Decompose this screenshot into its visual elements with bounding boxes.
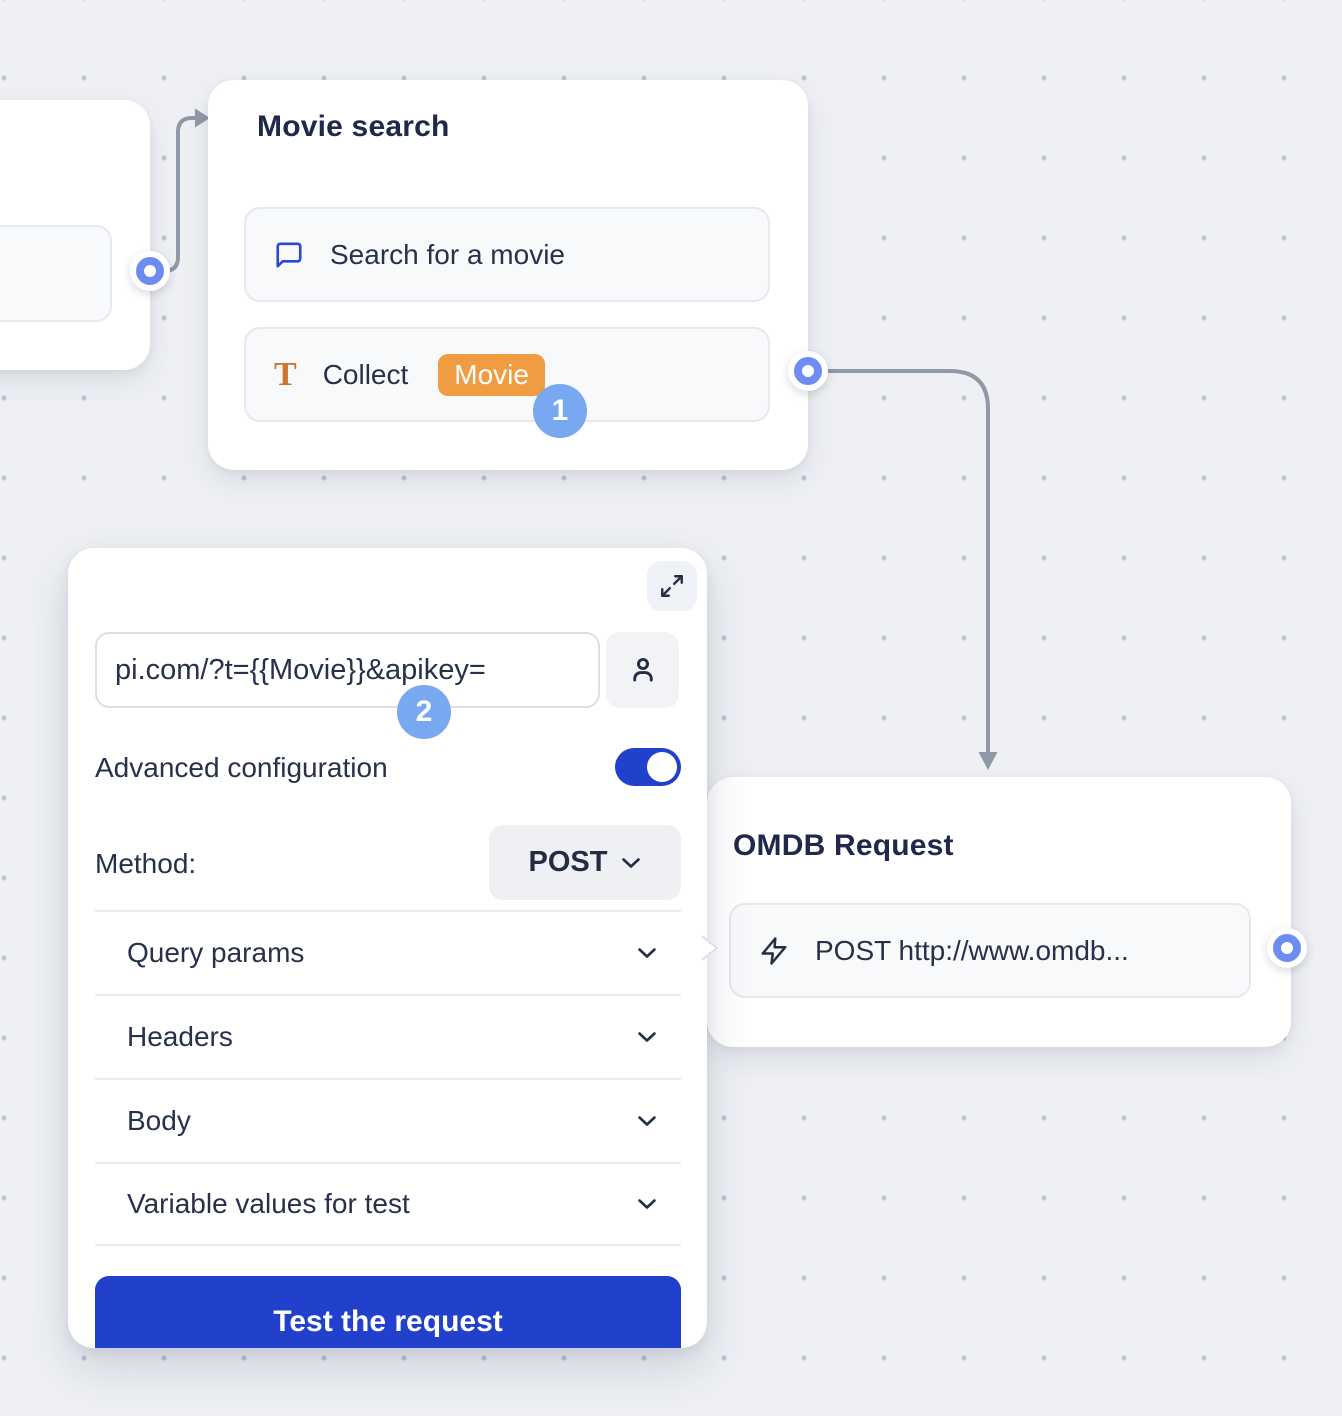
node-item-collect-input[interactable]: T Collect Movie [244,327,770,422]
advanced-configuration-toggle[interactable] [615,748,681,786]
section-query-params[interactable]: Query params [95,910,681,994]
output-port-omdb-request[interactable] [1267,928,1307,968]
node-item-label: Collect [322,358,409,390]
connector-line-left-to-movie [148,116,197,273]
expand-button[interactable] [647,561,697,611]
section-label: Body [127,1105,191,1136]
method-label: Method: [95,848,197,879]
chevron-down-icon [622,857,641,868]
output-port-left-node[interactable] [130,251,170,291]
partial-left-node[interactable] [0,100,150,370]
section-body[interactable]: Body [95,1078,681,1162]
chat-bubble-icon [276,241,302,268]
collapsible-sections: Query params Headers Body Variable value… [95,910,681,1246]
node-item-webhook[interactable]: POST http://www.omdb... [729,903,1251,998]
section-label: Query params [127,937,305,968]
node-input-notch-icon [701,935,718,961]
user-icon [632,657,653,682]
node-movie-search[interactable]: Movie search Search for a movie T Collec… [208,80,808,470]
node-title: Movie search [257,110,450,143]
node-title: OMDB Request [733,829,954,862]
section-variable-values[interactable]: Variable values for test [95,1162,681,1246]
node-item-send-message[interactable]: Search for a movie [244,207,770,302]
arrowhead-down-icon [978,752,998,770]
text-variable-icon: T [274,355,297,393]
node-item-label: Search for a movie [330,238,565,270]
method-dropdown[interactable]: POST [489,825,681,900]
section-label: Variable values for test [127,1188,410,1219]
advanced-configuration-label: Advanced configuration [95,752,388,783]
lightning-icon [761,936,787,965]
section-headers[interactable]: Headers [95,994,681,1078]
insert-variable-button[interactable] [606,632,679,708]
connector-line-movie-to-omdb [806,369,990,754]
chevron-down-icon [638,1116,656,1126]
toggle-knob [647,752,677,782]
step-badge-1: 1 [533,384,587,438]
webhook-config-panel: Advanced configuration Method: POST Quer… [68,548,707,1348]
step-badge-2: 2 [397,685,451,739]
section-label: Headers [127,1021,233,1052]
arrowhead-right-icon [195,108,210,128]
node-item-label: POST http://www.omdb... [815,934,1129,966]
output-port-movie-search[interactable] [788,351,828,391]
chevron-down-icon [638,948,656,958]
method-value: POST [528,846,608,878]
url-input[interactable] [95,632,600,708]
node-omdb-request[interactable]: OMDB Request POST http://www.omdb... [707,777,1291,1047]
expand-icon [661,575,683,597]
chevron-down-icon [638,1199,656,1209]
partial-left-node-item[interactable] [0,225,112,322]
chevron-down-icon [638,1032,656,1042]
variable-badge: Movie [438,353,545,396]
test-request-button[interactable]: Test the request [95,1276,681,1348]
